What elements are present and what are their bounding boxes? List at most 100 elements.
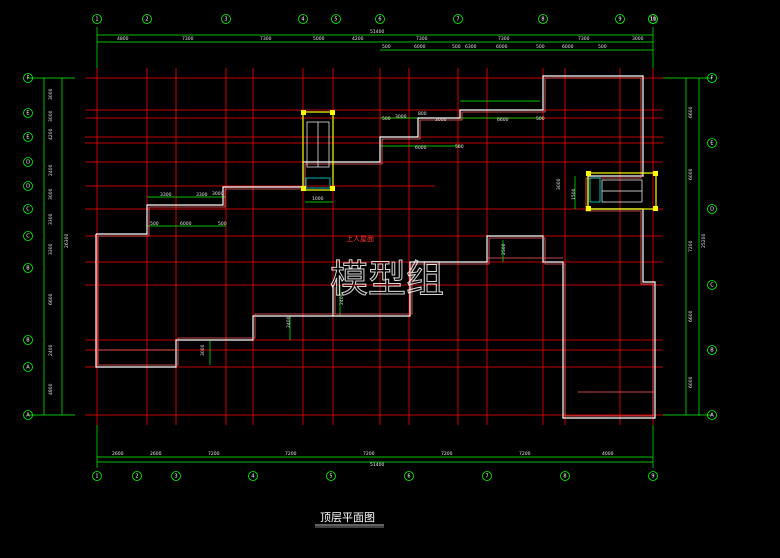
dim-left-segment: 3300 (48, 243, 54, 255)
axis-bubble-label: A (710, 412, 714, 418)
axis-bubble-label: B (710, 347, 714, 353)
axis-bubble-label: 9 (618, 16, 621, 22)
axis-bubble (707, 410, 717, 420)
axis-bubble (331, 14, 341, 24)
dim-right-segment: 7200 (688, 240, 694, 252)
dim-top-segment: 7300 (182, 36, 194, 42)
dim-inner: 6000 (415, 145, 427, 151)
axis-bubble (707, 138, 717, 148)
dim-top-segment: 4200 (352, 36, 364, 42)
dim-right-segment: 6000 (688, 168, 694, 180)
dim-top-segment: 4800 (117, 36, 129, 42)
dim-left-segment: 3000 (48, 88, 54, 100)
dim-inner: 500 (218, 221, 227, 227)
axis-bubble (560, 471, 570, 481)
axis-bubble (538, 14, 548, 24)
axis-bubble (132, 471, 142, 481)
axis-bubble (23, 231, 33, 241)
drawing-title: 顶层平面图 (320, 511, 375, 524)
axis-bubble-label: 6 (407, 473, 410, 479)
dim-inner: 500 (382, 116, 391, 122)
roof-label: 上人屋面 (346, 234, 374, 243)
axis-bubble-label: D (26, 183, 30, 189)
axis-bubble (707, 204, 717, 214)
dim-top-segment: 7300 (416, 36, 428, 42)
dim-bottom-segment: 7200 (285, 451, 297, 457)
dim-top-sub: 6000 (562, 44, 574, 50)
dim-bottom-segment: 7200 (208, 451, 220, 457)
dim-top-sub: 500 (452, 44, 461, 50)
dim-left-segment: 2400 (48, 164, 54, 176)
dim-left-segment: 3000 (48, 188, 54, 200)
dim-top-total: 51400 (370, 29, 384, 35)
dim-inner: 3000 (435, 117, 447, 123)
dim-inner: 2500 (501, 243, 507, 255)
dim-inner: 3300 (196, 192, 208, 198)
axis-bubble-label: 9 (651, 473, 654, 479)
axis-bubble (615, 14, 625, 24)
dim-top-sub: 6300 (465, 44, 477, 50)
dim-bottom-segment: 7200 (519, 451, 531, 457)
dim-bottom-segment: 2600 (112, 451, 124, 457)
axis-bubble (23, 335, 33, 345)
dim-inner: 500 (150, 221, 159, 227)
dim-top-segment: 7300 (260, 36, 272, 42)
axis-bubble-label: 3 (174, 473, 177, 479)
axis-bubble (23, 108, 33, 118)
axis-bubble-label: 3 (224, 16, 227, 22)
axis-bubble (92, 471, 102, 481)
axis-bubble-label: D (710, 206, 714, 212)
dim-right-segment: 6600 (688, 310, 694, 322)
dim-top-sub: 500 (382, 44, 391, 50)
axis-bubble (23, 410, 33, 420)
axis-bubble-label: 1 (95, 16, 98, 22)
dim-left-segment: 3300 (48, 213, 54, 225)
axis-bubble (23, 132, 33, 142)
axis-bubble-label: 7 (456, 16, 459, 22)
dim-top-sub: 500 (536, 44, 545, 50)
axis-bubble-label: A (26, 364, 30, 370)
axis-bubble-label: 1 (95, 473, 98, 479)
dim-right-total: 25200 (701, 234, 707, 248)
axis-bubble-label: B (26, 337, 30, 343)
dim-top-sub: 500 (598, 44, 607, 50)
axis-bubble (23, 181, 33, 191)
axis-bubble-label: 8 (563, 473, 566, 479)
dim-bottom-segment: 2600 (150, 451, 162, 457)
axis-bubble-label: C (26, 206, 30, 212)
dimension-lines (28, 27, 712, 468)
stair-core-left (301, 110, 335, 191)
dim-inner: 2400 (286, 316, 292, 328)
axis-bubble (92, 14, 102, 24)
dim-inner: 1500 (571, 188, 577, 200)
axis-bubble-label: 11 (650, 16, 656, 22)
inner-wall (97, 77, 654, 417)
stair-core-right (586, 171, 658, 211)
axis-bubble-label: 7 (485, 473, 488, 479)
axis-bubble (375, 14, 385, 24)
dim-bottom-segment: 7200 (363, 451, 375, 457)
axis-bubble-label: C (26, 233, 30, 239)
dim-inner: 2400 (339, 293, 345, 305)
axis-bubble (23, 204, 33, 214)
dim-top-sub: 6000 (414, 44, 426, 50)
axis-bubble (404, 471, 414, 481)
axis-bubble-label: A (26, 412, 30, 418)
axis-bubble (453, 14, 463, 24)
axis-bubble-label: 5 (329, 473, 332, 479)
axis-bubble (221, 14, 231, 24)
dim-inner: 1000 (312, 196, 324, 202)
dim-left-segment: 4200 (48, 128, 54, 140)
axis-bubble-label: E (710, 140, 713, 146)
drawing-title-block: 顶层平面图 (315, 511, 384, 528)
axis-bubble (23, 73, 33, 83)
axis-bubble (648, 14, 658, 24)
dim-top-segment: 3000 (632, 36, 644, 42)
axis-bubble (23, 362, 33, 372)
axis-bubble-label: 10 (650, 16, 656, 22)
dim-inner: 800 (418, 111, 427, 117)
axis-bubble (298, 14, 308, 24)
